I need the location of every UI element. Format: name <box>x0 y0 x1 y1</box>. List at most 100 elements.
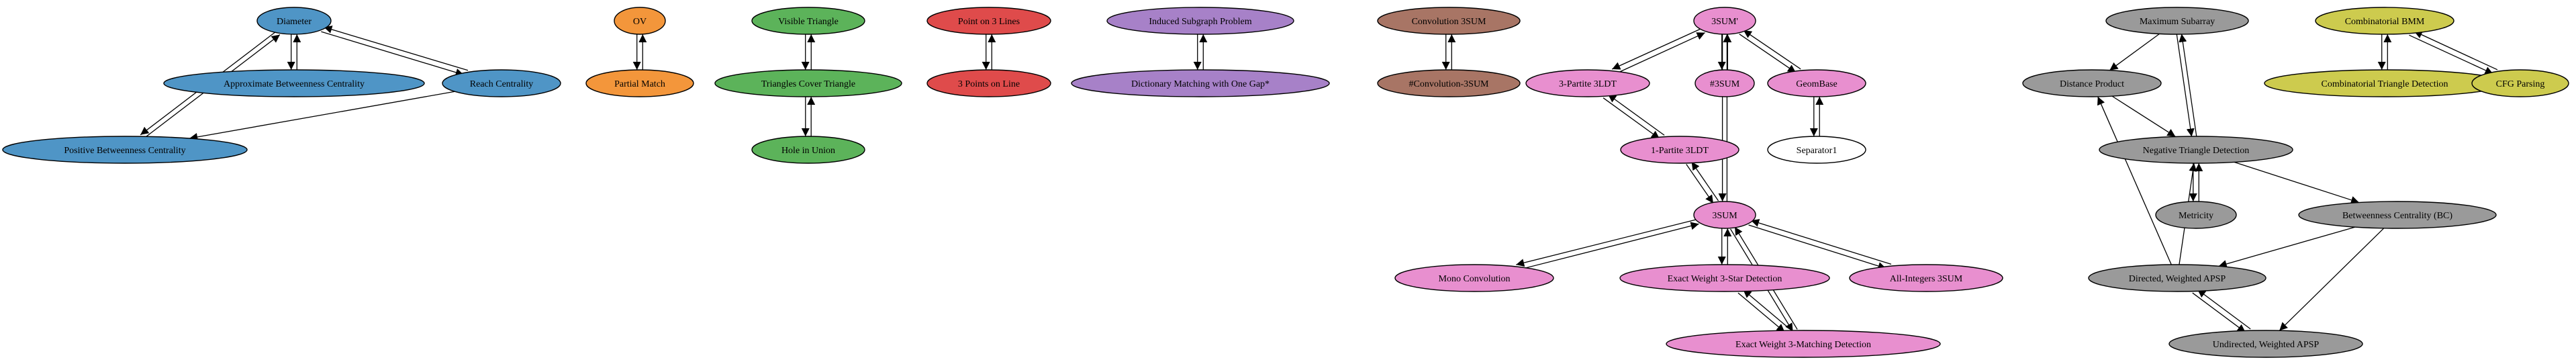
node-sharpconv3sum[interactable]: #Convolution-3SUM <box>1377 69 1521 97</box>
node-metricity[interactable]: Metricity <box>2155 201 2237 229</box>
edge-3sump-to-geombase <box>1739 34 1797 73</box>
edge-negtri-to-bc <box>2234 161 2360 204</box>
node-3sump[interactable]: 3SUM' <box>1693 7 1756 35</box>
node-label: Dictionary Matching with One Gap* <box>1131 79 1270 89</box>
node-ellipse <box>1693 201 1756 229</box>
node-3p3ldt[interactable]: 3-Partite 3LDT <box>1525 69 1650 97</box>
node-ellipse <box>442 69 561 97</box>
edge-reach-to-pos_bc <box>189 91 455 141</box>
edge-distprod-to-negtri <box>2111 95 2176 138</box>
node-cfg[interactable]: CFG Parsing <box>2471 69 2569 97</box>
node-ellipse <box>1525 69 1650 97</box>
node-monoconv[interactable]: Mono Convolution <box>1394 264 1554 292</box>
node-partial[interactable]: Partial Match <box>585 69 694 97</box>
edge-1p3ldt-to-3p3ldt <box>1607 94 1665 136</box>
edge-ew3match-to-ew3star <box>1743 289 1791 330</box>
node-label: 3-Partite 3LDT <box>1559 79 1617 89</box>
edge-bc-to-undirapsp <box>2279 228 2385 331</box>
node-label: All-Integers 3SUM <box>1890 274 1963 284</box>
edge-3sum-to-1p3ldt <box>1691 161 1719 201</box>
node-label: Betweenness Centrality (BC) <box>2342 211 2452 221</box>
edge-3p3ldt-to-3sump <box>1616 32 1705 74</box>
node-label: Separator1 <box>1797 146 1838 156</box>
node-ellipse <box>2298 201 2497 229</box>
edge-3sum-to-monoconv <box>1516 218 1697 267</box>
node-pos_bc[interactable]: Positive Betweenness Centrality <box>2 136 248 164</box>
node-label: Partial Match <box>614 79 665 89</box>
node-geombase[interactable]: GeomBase <box>1767 69 1866 97</box>
node-induced[interactable]: Induced Subgraph Problem <box>1106 7 1294 35</box>
node-combbmm[interactable]: Combinatorial BMM <box>2315 7 2454 35</box>
node-ellipse <box>614 7 666 35</box>
node-label: Exact Weight 3-Matching Detection <box>1735 340 1871 350</box>
edge-3sum-to-allint <box>1748 224 1887 270</box>
node-dictmatch[interactable]: Dictionary Matching with One Gap* <box>1071 69 1330 97</box>
edge-monoconv-to-3sum <box>1521 222 1699 270</box>
node-label: OV <box>633 17 647 27</box>
edge-3sump-to-3p3ldt <box>1611 28 1703 70</box>
edge-bc-to-dirapsp <box>2218 226 2356 268</box>
node-ellipse <box>1693 7 1756 35</box>
node-pt3lines[interactable]: Point on 3 Lines <box>926 7 1051 35</box>
node-ov[interactable]: OV <box>614 7 666 35</box>
node-undirapsp[interactable]: Undirected, Weighted APSP <box>2168 330 2363 358</box>
edge-1p3ldt-to-3sum <box>1686 164 1714 204</box>
node-distprod[interactable]: Distance Product <box>2022 69 2162 97</box>
node-label: Combinatorial BMM <box>2345 17 2425 27</box>
node-reach[interactable]: Reach Centrality <box>442 69 561 97</box>
node-ellipse <box>256 7 332 35</box>
node-ellipse <box>1106 7 1294 35</box>
node-ellipse <box>1071 69 1330 97</box>
node-sharp3sum[interactable]: #3SUM <box>1695 69 1755 97</box>
node-label: CFG Parsing <box>2496 79 2545 89</box>
node-ellipse <box>926 69 1051 97</box>
edge-reach-to-diameter <box>324 26 469 71</box>
node-diameter[interactable]: Diameter <box>256 7 332 35</box>
node-ew3star[interactable]: Exact Weight 3-Star Detection <box>1619 264 1830 292</box>
node-dirapsp[interactable]: Directed, Weighted APSP <box>2088 264 2267 292</box>
node-ellipse <box>2088 264 2267 292</box>
node-ellipse <box>1619 264 1830 292</box>
node-approx_bc[interactable]: Approximate Betweenness Centrality <box>163 69 425 97</box>
node-ellipse <box>2 136 248 164</box>
node-ellipse <box>163 69 425 97</box>
node-1p3ldt[interactable]: 1-Partite 3LDT <box>1620 136 1739 164</box>
node-ellipse <box>1377 69 1521 97</box>
node-ellipse <box>1849 264 2003 292</box>
node-3sum[interactable]: 3SUM <box>1693 201 1756 229</box>
edge-maxsub-to-distprod <box>2109 33 2160 71</box>
node-tri_cover[interactable]: Triangles Cover Triangle <box>714 69 902 97</box>
node-combtri[interactable]: Combinatorial Triangle Detection <box>2264 69 2506 97</box>
node-allint[interactable]: All-Integers 3SUM <box>1849 264 2003 292</box>
node-pts3line[interactable]: 3 Points on Line <box>926 69 1051 97</box>
node-label: 3SUM' <box>1711 17 1738 27</box>
node-label: Combinatorial Triangle Detection <box>2322 79 2448 89</box>
edge-maxsub-to-negtri <box>2176 34 2195 137</box>
node-negtri[interactable]: Negative Triangle Detection <box>2099 136 2293 164</box>
node-conv3sum[interactable]: Convolution 3SUM <box>1377 7 1521 35</box>
node-label: Directed, Weighted APSP <box>2129 274 2226 284</box>
edge-3p3ldt-to-1p3ldt <box>1603 97 1660 140</box>
node-maxsub[interactable]: Maximum Subarray <box>2105 7 2249 35</box>
edge-ew3star-to-ew3match <box>1737 292 1785 332</box>
node-vis_tri[interactable]: Visible Triangle <box>751 7 865 35</box>
node-hole[interactable]: Hole in Union <box>751 136 865 164</box>
node-label: Mono Convolution <box>1439 274 1511 284</box>
node-label: Exact Weight 3-Star Detection <box>1668 274 1782 284</box>
node-ellipse <box>1666 330 1941 358</box>
node-ellipse <box>751 7 865 35</box>
node-label: Approximate Betweenness Centrality <box>224 79 365 89</box>
node-bc[interactable]: Betweenness Centrality (BC) <box>2298 201 2497 229</box>
edge-undirapsp-to-dirapsp <box>2197 289 2251 330</box>
node-label: Visible Triangle <box>778 17 839 27</box>
node-sep1[interactable]: Separator1 <box>1767 136 1866 164</box>
node-ellipse <box>751 136 865 164</box>
edge-cfg-to-combbmm <box>2414 30 2498 71</box>
node-ew3match[interactable]: Exact Weight 3-Matching Detection <box>1666 330 1941 358</box>
node-ellipse <box>1767 69 1866 97</box>
node-ellipse <box>1620 136 1739 164</box>
edge-negtri-to-maxsub <box>2179 34 2197 136</box>
node-label: #Convolution-3SUM <box>1409 79 1489 89</box>
